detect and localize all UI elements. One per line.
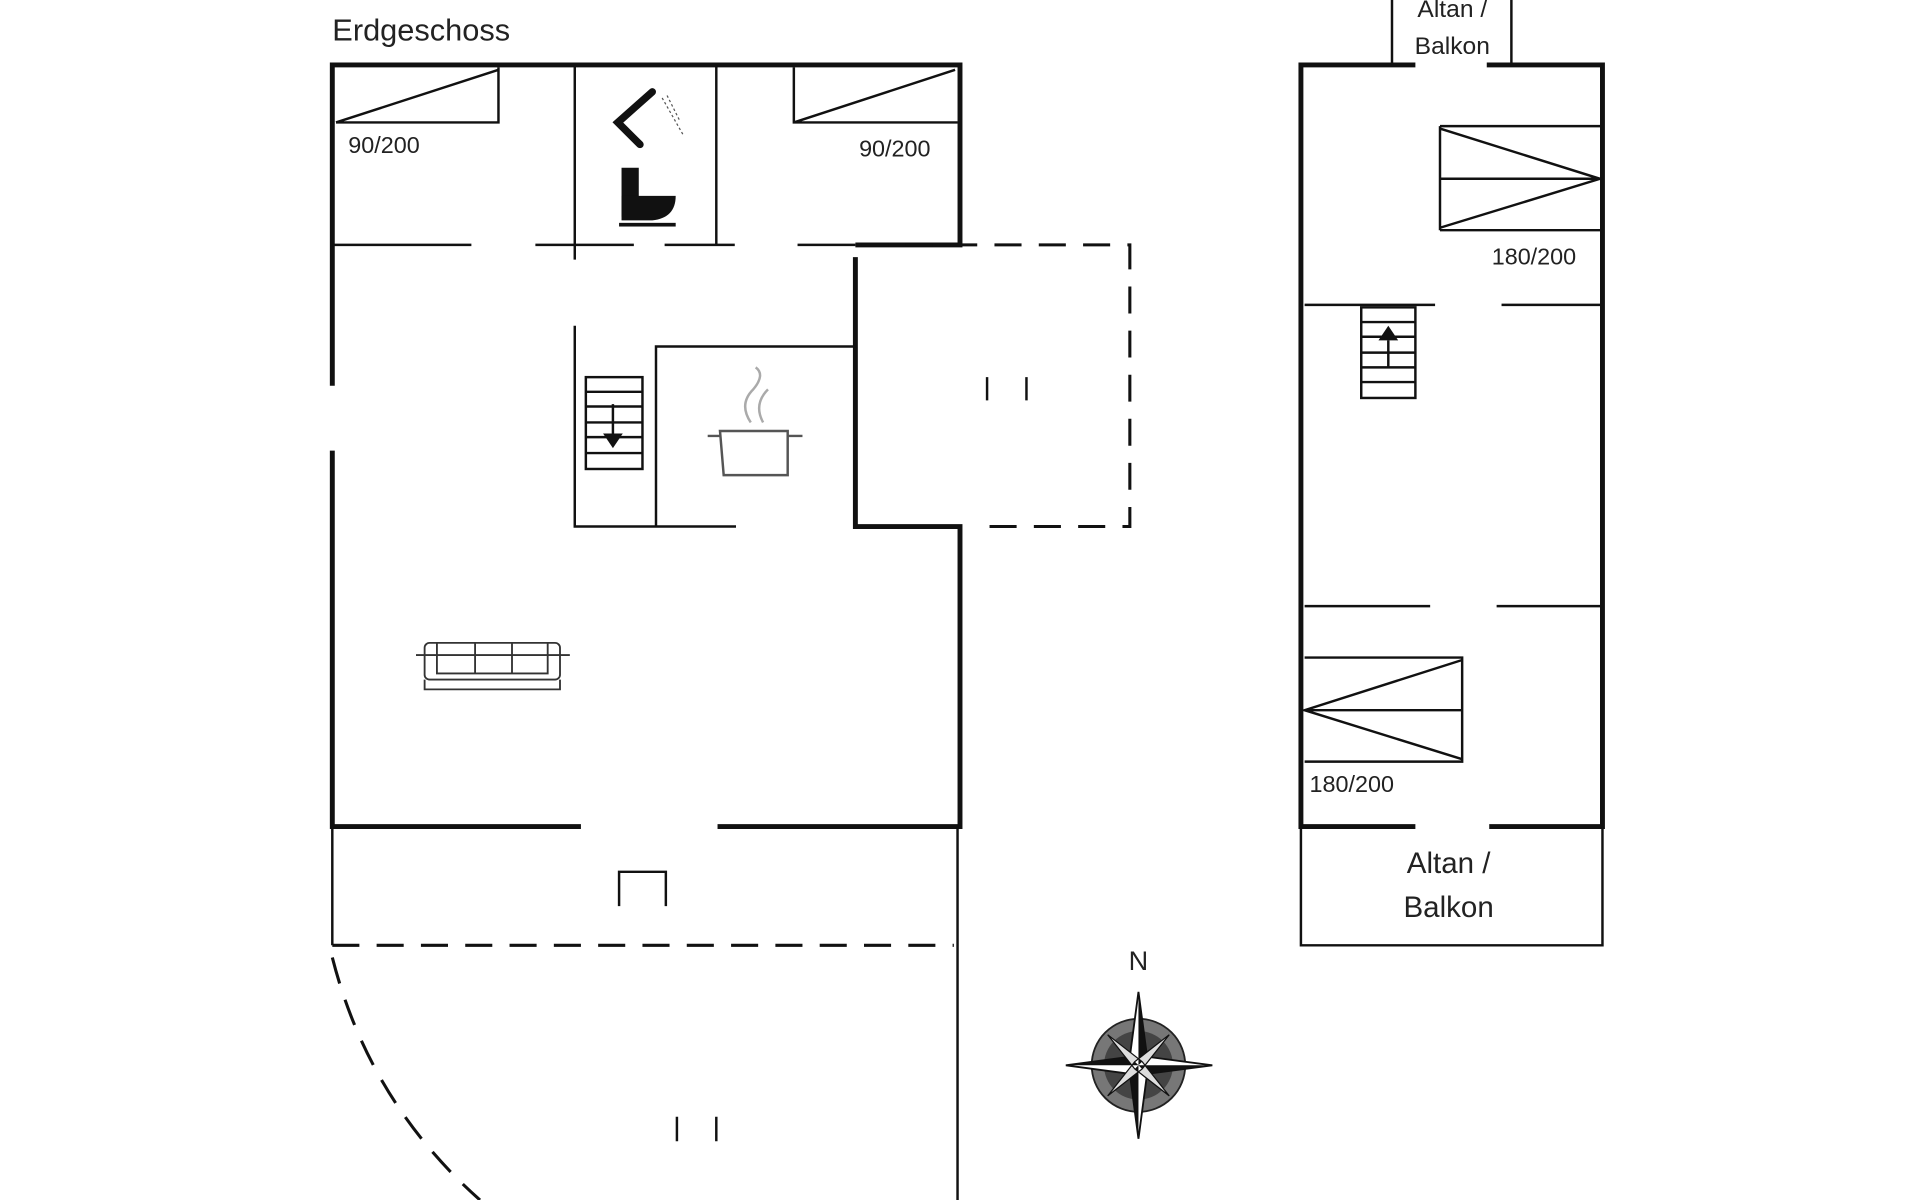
ground-floor-title: Erdgeschoss	[332, 12, 510, 47]
bed-left	[335, 67, 500, 124]
balcony-top-label-line1: Altan /	[1417, 0, 1487, 23]
compass-rose-icon: N	[1065, 946, 1213, 1139]
bed-right	[792, 67, 958, 124]
toilet-icon	[619, 167, 676, 227]
shower-icon	[612, 88, 684, 149]
bed-right-label: 90/200	[859, 136, 931, 162]
sofa-icon	[416, 641, 570, 691]
ground-floor-walls	[329, 62, 1132, 829]
terrace-south	[330, 826, 959, 1200]
bed-left-label: 90/200	[348, 132, 420, 158]
staircase-down	[584, 375, 644, 471]
staircase-up	[1360, 306, 1417, 400]
balcony-bottom-label-line1: Altan /	[1407, 847, 1492, 880]
kitchen-pot-icon	[707, 366, 803, 477]
bed-top-double	[1438, 124, 1605, 232]
bed-bottom-double	[1300, 656, 1464, 763]
bed-bottom-label: 180/200	[1310, 771, 1395, 797]
compass-north-label: N	[1129, 946, 1149, 976]
upper-floor-walls	[1298, 0, 1605, 947]
balcony-bottom-label-line2: Balkon	[1403, 891, 1493, 924]
bed-top-label: 180/200	[1492, 244, 1577, 270]
balcony-top-label-line2: Balkon	[1415, 33, 1490, 60]
